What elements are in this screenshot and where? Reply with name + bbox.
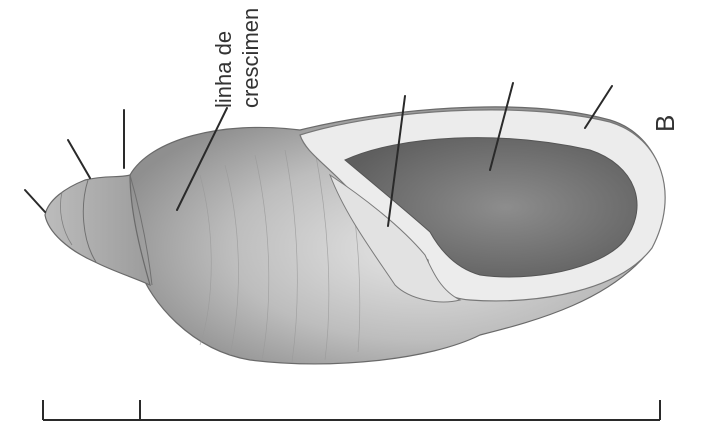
panel-letter: B (650, 115, 680, 132)
scale-bar (43, 400, 660, 420)
label-growth-line-2: crescimen (238, 8, 263, 108)
label-growth-line-1: linha de (211, 31, 236, 108)
pointer-apex (25, 190, 45, 212)
pointer-spire-whorl (68, 140, 90, 178)
